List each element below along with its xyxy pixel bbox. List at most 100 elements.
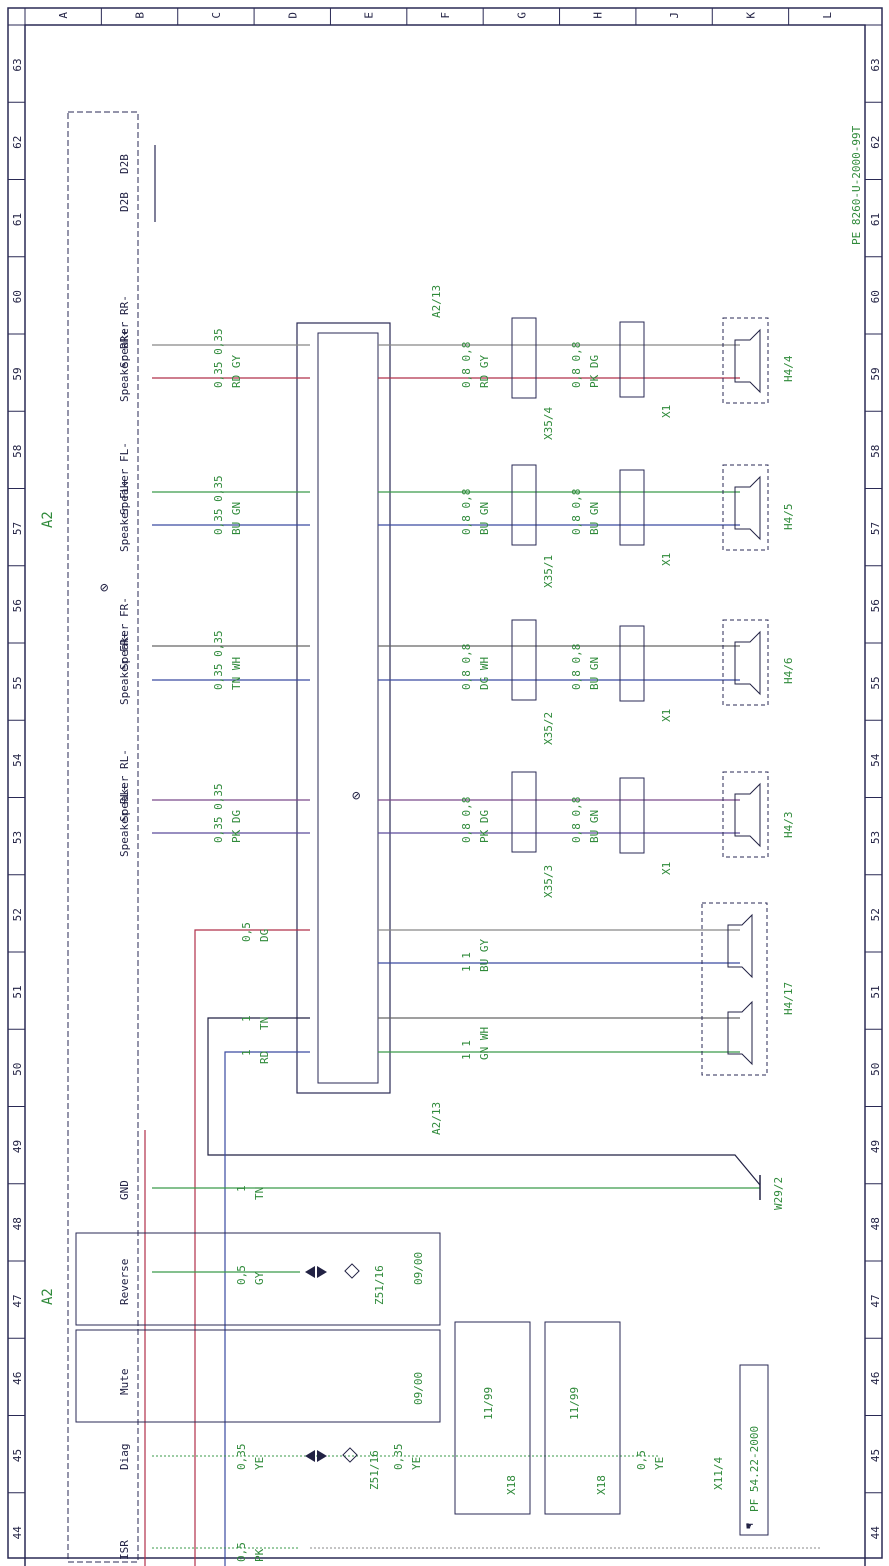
left-wires (144, 344, 820, 1566)
row-label: 49 (869, 1140, 882, 1153)
col-label: G (515, 12, 528, 19)
h4-17-box (701, 902, 768, 1076)
h4-4-box (722, 317, 769, 404)
a2-13-outer-box (296, 322, 391, 1094)
x1-box-1 (619, 321, 645, 398)
row-label: 54 (11, 753, 24, 767)
col-label: L (821, 12, 834, 19)
pointing-hand-icon: ☛ (746, 1519, 753, 1533)
h4-6-box (722, 619, 769, 706)
lbl-h417-g2: 1 1 (460, 1040, 473, 1060)
col-label: E (363, 12, 376, 19)
h4-17-label: H4/17 (782, 982, 795, 1015)
h4-4-speaker-icon (734, 328, 761, 394)
lbl-gnd-color: TN (253, 1187, 266, 1200)
z51-16-node-icon-1 (344, 1263, 360, 1279)
lbl-h46-c2: BU GN (588, 657, 601, 690)
pin-fr-minus: Speaker FR- (118, 597, 131, 670)
lbl-h45-g1: 0,8 0,8 (460, 489, 473, 535)
row-label: 59 (869, 367, 882, 380)
x1-box-2 (619, 469, 645, 546)
z51-16-splice-icon-1 (305, 1266, 327, 1278)
x35-1-box (511, 464, 537, 546)
x18-box-2 (544, 1321, 621, 1515)
row-label: 60 (869, 290, 882, 303)
lbl-h46-g2: 0,8 0,8 (570, 644, 583, 690)
h4-3-box (722, 771, 769, 858)
col-label: D (286, 12, 299, 19)
x1-connectors: X1 X1 X1 X1 (619, 321, 673, 875)
h4-5-speaker-icon (734, 475, 761, 541)
row-label: 63 (869, 58, 882, 71)
a2-13-label-bottom: A2/13 (430, 1102, 443, 1135)
z51-16-node-icon-2 (342, 1447, 358, 1463)
row-label: 58 (869, 445, 882, 458)
x1-label-3: X1 (660, 709, 673, 722)
a2-13-label-top: A2/13 (430, 285, 443, 318)
row-label: 52 (869, 908, 882, 921)
a2-label-upper: A2 (40, 511, 56, 528)
col-label: C (210, 12, 223, 19)
lbl-gnd-gauge: 1 (235, 1185, 248, 1192)
row-label: 48 (869, 1217, 882, 1230)
pin-reverse: Reverse (118, 1259, 131, 1305)
h4-6-label: H4/6 (782, 658, 795, 685)
h4-5-box (722, 464, 769, 551)
lbl-h43-c2: BU GN (588, 810, 601, 843)
mute-variant-box (75, 1329, 441, 1423)
a2-label-lower: A2 (40, 1288, 56, 1305)
lbl-x11-gauge: 0,5 (635, 1450, 648, 1470)
row-label: 63 (11, 58, 24, 71)
pin-d2b-1: D2B (118, 154, 131, 174)
pf-ref-box (739, 1364, 769, 1536)
lbl-h45-g2: 0,8 0,8 (570, 489, 583, 535)
a2-module-symbol: ⊘ (100, 580, 109, 596)
pin-rr-plus: Speaker RR+ (118, 329, 131, 402)
row-label: 57 (11, 522, 24, 535)
pin-mute: Mute (118, 1369, 131, 1396)
lbl-diag2-gauge: 0,35 (392, 1444, 405, 1471)
row-label: 53 (869, 831, 882, 844)
lbl-h417-c2: GN WH (478, 1027, 491, 1060)
x35-4-box (511, 317, 537, 399)
row-label: 47 (869, 1294, 882, 1307)
row-label: 47 (11, 1294, 24, 1307)
h4-3-speaker-icon (734, 782, 761, 848)
wire-a1-dg (194, 929, 310, 1566)
drawing-ref: PE 8260-U-2000-99T (850, 125, 863, 245)
pin-rr-minus: Speaker RR- (118, 295, 131, 368)
col-label: F (439, 12, 452, 19)
row-label: 53 (11, 831, 24, 844)
lbl-h45-c1: BU GN (478, 502, 491, 535)
row-label: 49 (11, 1140, 24, 1153)
row-label: 57 (869, 522, 882, 535)
lbl-fl-gauge: 0,35 0,35 (212, 475, 225, 535)
h4-6-speaker-icon (734, 630, 761, 696)
lbl-rr-color: RD GY (230, 355, 243, 388)
x1-label-4: X1 (660, 862, 673, 875)
inner-frame (24, 24, 866, 1566)
wire-rd (224, 1051, 310, 1566)
row-label: 56 (869, 599, 882, 612)
lbl-tn-color: TN (258, 1017, 271, 1030)
lbl-h46-g1: 0,8 0,8 (460, 644, 473, 690)
row-label: 45 (869, 1449, 882, 1462)
row-label: 60 (11, 290, 24, 303)
lbl-a1-color: DG (258, 929, 271, 942)
speaker-pins: Speaker RR- Speaker RR+ Speaker FL- Spea… (118, 295, 131, 1560)
pin-fr-plus: Speaker FR+ (118, 632, 131, 705)
lbl-diag2-color: YE (410, 1457, 423, 1470)
lbl-h43-g1: 0,8 0,8 (460, 797, 473, 843)
speakers: H4/4 H4/5 H4/6 H4/3 H4/17 (701, 317, 795, 1076)
row-label: 58 (11, 445, 24, 458)
x11-4-label: X11/4 (712, 1457, 725, 1490)
row-label: 62 (11, 136, 24, 149)
lbl-h43-g2: 0,8 0,8 (570, 797, 583, 843)
row-label: 45 (11, 1449, 24, 1462)
lbl-diag-gauge: 0,35 (235, 1444, 248, 1471)
lbl-fr-gauge: 0,35 0,35 (212, 630, 225, 690)
col-label: B (134, 12, 147, 19)
pin-isr: ISR (118, 1540, 131, 1560)
right-wire-labels: 0,8 0,8 RD GY 0,8 0,8 PK DG 0,8 0,8 BU G… (460, 342, 601, 1060)
x35-1-label: X35/1 (542, 555, 555, 588)
